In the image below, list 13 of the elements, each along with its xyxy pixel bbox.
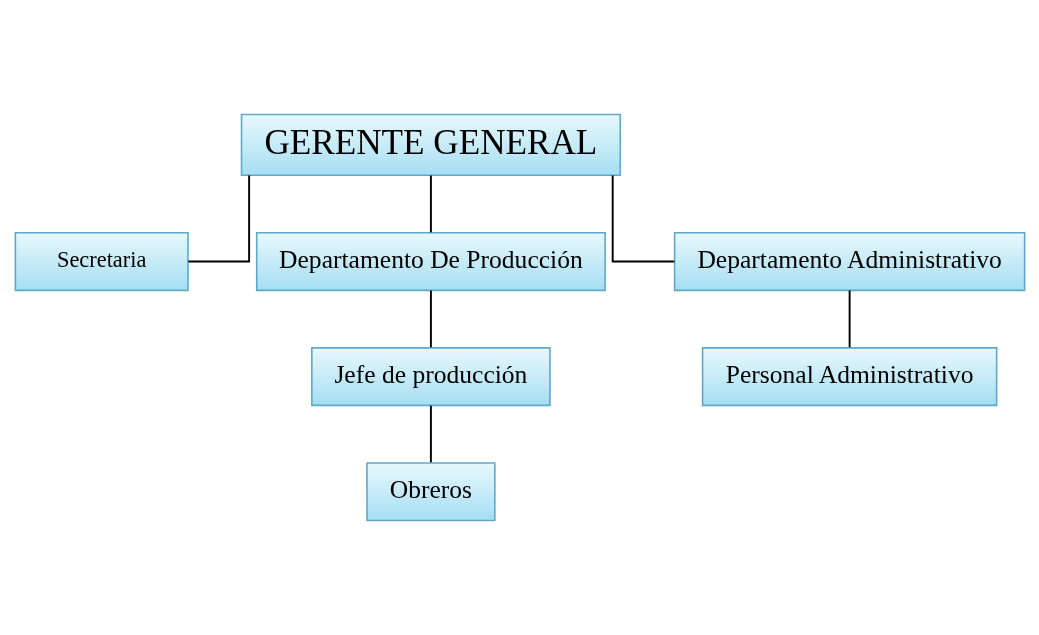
node-box: Obreros	[365, 462, 496, 522]
node-box: Personal Administrativo	[701, 347, 997, 407]
connector	[429, 174, 432, 234]
connector	[848, 289, 851, 349]
node-box: Departamento De Producción	[255, 232, 606, 292]
node-box: Departamento Administrativo	[673, 232, 1025, 292]
connector	[429, 289, 432, 349]
connector	[429, 404, 432, 464]
connector	[186, 174, 250, 263]
node-box: Secretaria	[14, 232, 189, 292]
connector	[611, 174, 675, 263]
node-box: Jefe de producción	[310, 347, 551, 407]
node-box: GERENTE GENERAL	[240, 113, 621, 177]
